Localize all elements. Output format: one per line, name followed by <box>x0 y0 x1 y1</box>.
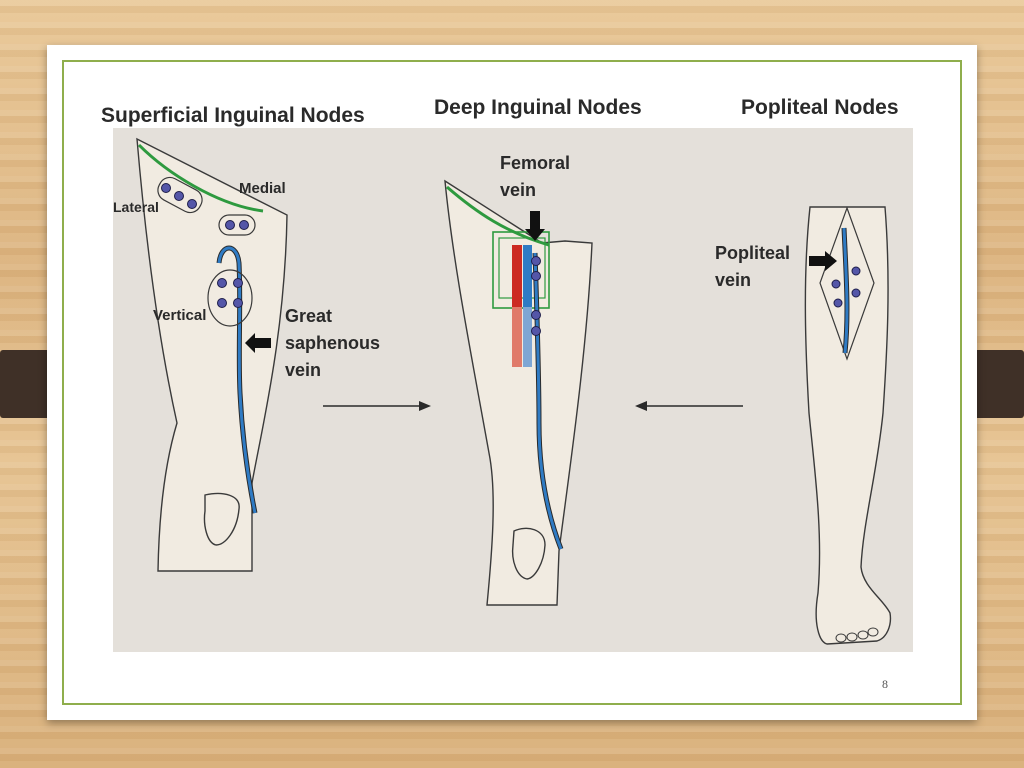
lymph-node <box>233 298 243 308</box>
slide-page-number: 8 <box>882 677 888 691</box>
femoral-arrow <box>525 211 545 241</box>
lymph-node <box>239 220 249 230</box>
deep-panel: Deep Inguinal Nodes <box>434 96 642 606</box>
popliteal-arrow <box>809 251 837 271</box>
great-saphenous-vein <box>217 246 257 514</box>
toe <box>857 630 869 640</box>
deep-saphenous-vein <box>533 252 563 550</box>
toe <box>867 627 879 637</box>
patella <box>203 492 240 546</box>
popliteal-vein <box>842 227 849 354</box>
lymph-node <box>217 278 227 288</box>
lymph-node <box>531 271 541 281</box>
femoral-vein-label: Femoral vein <box>500 153 575 200</box>
lymph-node <box>831 279 841 289</box>
medial-node-group <box>218 214 256 236</box>
lymph-node <box>217 298 227 308</box>
superficial-panel: Superficial Inguinal Nodes <box>101 104 385 572</box>
flow-arrow-right <box>323 401 431 411</box>
flow-arrow-left <box>635 401 743 411</box>
saphenous-arrow <box>245 333 271 353</box>
superficial-title: Superficial Inguinal Nodes <box>101 104 365 127</box>
lymph-node <box>225 220 235 230</box>
lymph-node-diagram: Superficial Inguinal Nodes <box>87 93 940 655</box>
label-medial: Medial <box>239 180 286 197</box>
leg-outline <box>804 206 892 645</box>
popliteal-vein-label: Popliteal vein <box>715 243 795 290</box>
lymph-node <box>531 326 541 336</box>
great-saphenous-label: Great saphenous vein <box>285 306 385 380</box>
deep-title: Deep Inguinal Nodes <box>434 96 642 119</box>
femoral-vein-upper <box>523 245 532 307</box>
popliteal-title: Popliteal Nodes <box>741 96 899 119</box>
lymph-node <box>187 199 197 209</box>
lymph-node <box>531 256 541 266</box>
lymph-node <box>833 298 843 308</box>
label-lateral: Lateral <box>113 199 159 215</box>
deep-patella <box>511 527 546 580</box>
lymph-node <box>233 278 243 288</box>
femoral-artery <box>512 245 522 307</box>
lymph-node <box>531 310 541 320</box>
popliteal-panel: Popliteal Nodes Popliteal <box>715 96 899 645</box>
slide: Superficial Inguinal Nodes <box>47 45 977 720</box>
slide-frame <box>62 60 962 705</box>
toe <box>835 633 847 643</box>
femoral-artery-lower <box>512 307 522 367</box>
lymph-node <box>851 266 861 276</box>
toe <box>846 632 858 642</box>
lymph-node <box>174 191 184 201</box>
thigh-outline <box>136 137 288 572</box>
deep-inguinal-line <box>446 185 550 247</box>
deep-thigh-outline <box>444 179 593 606</box>
lymph-node <box>161 183 171 193</box>
inguinal-ligament-line <box>137 143 264 213</box>
vertical-node-group <box>207 269 253 327</box>
lymph-node <box>851 288 861 298</box>
femoral-vein-lower <box>523 307 532 367</box>
label-vertical: Vertical <box>153 307 206 324</box>
